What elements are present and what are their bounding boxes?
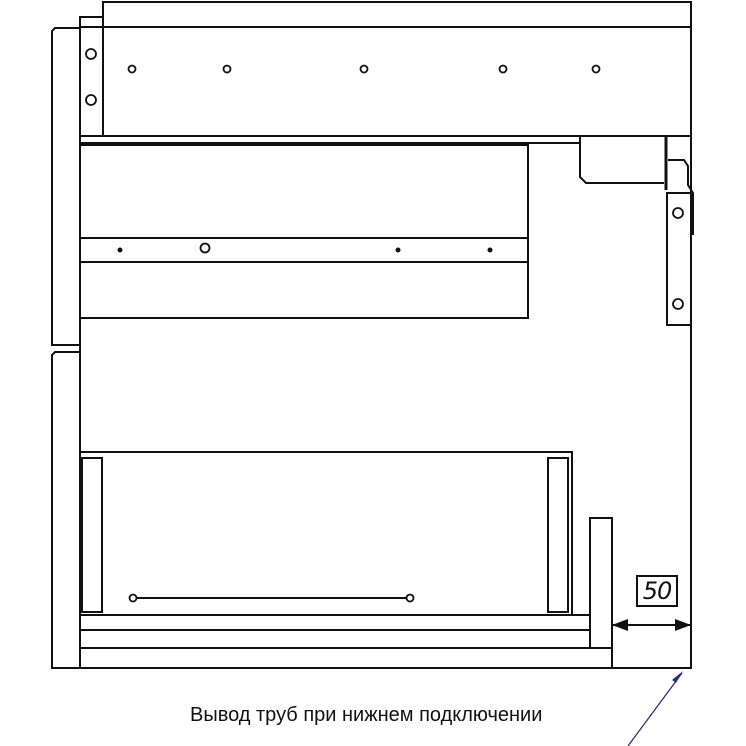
shelf xyxy=(80,144,529,319)
bottom-drawer xyxy=(79,451,613,669)
bracket-hole xyxy=(85,94,97,106)
dimension-50 xyxy=(612,619,691,631)
left-top-bracket xyxy=(79,16,104,136)
right-hinge-assembly xyxy=(579,137,694,326)
left-side-panel xyxy=(51,17,81,669)
dimension-label: 50 xyxy=(636,575,678,607)
annotation-arrow xyxy=(627,671,683,746)
top-panel-holes xyxy=(127,64,601,74)
bracket-hole xyxy=(85,48,97,60)
caption: Вывод труб при нижнем подключении xyxy=(190,704,543,726)
carcass-outline xyxy=(80,1,692,669)
